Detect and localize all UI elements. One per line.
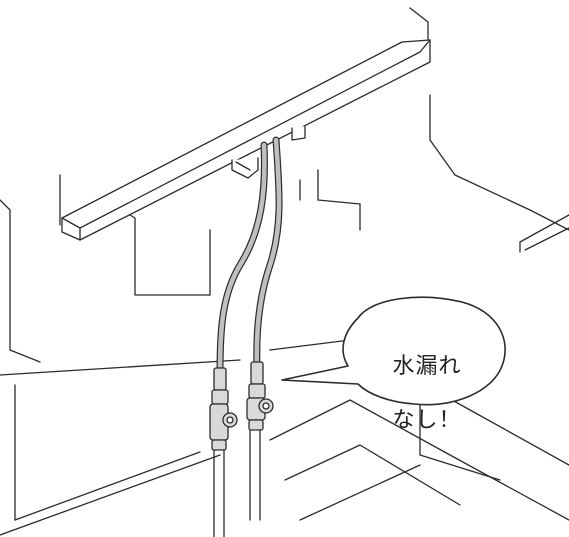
right-valve — [246, 361, 274, 431]
callout-line-1: 水漏れ — [392, 354, 462, 379]
cabinet-outline — [0, 7, 569, 536]
speech-bubble — [281, 296, 506, 406]
supply-pipes — [213, 429, 261, 537]
right-hose — [253, 136, 283, 370]
callout-line-2: なし！ — [392, 408, 462, 433]
callout-text: 水漏れ なし！ — [372, 326, 482, 461]
countertop-slab — [61, 39, 431, 241]
left-valve — [209, 367, 238, 451]
mounting-tabs — [231, 125, 306, 179]
left-hose — [216, 141, 268, 376]
